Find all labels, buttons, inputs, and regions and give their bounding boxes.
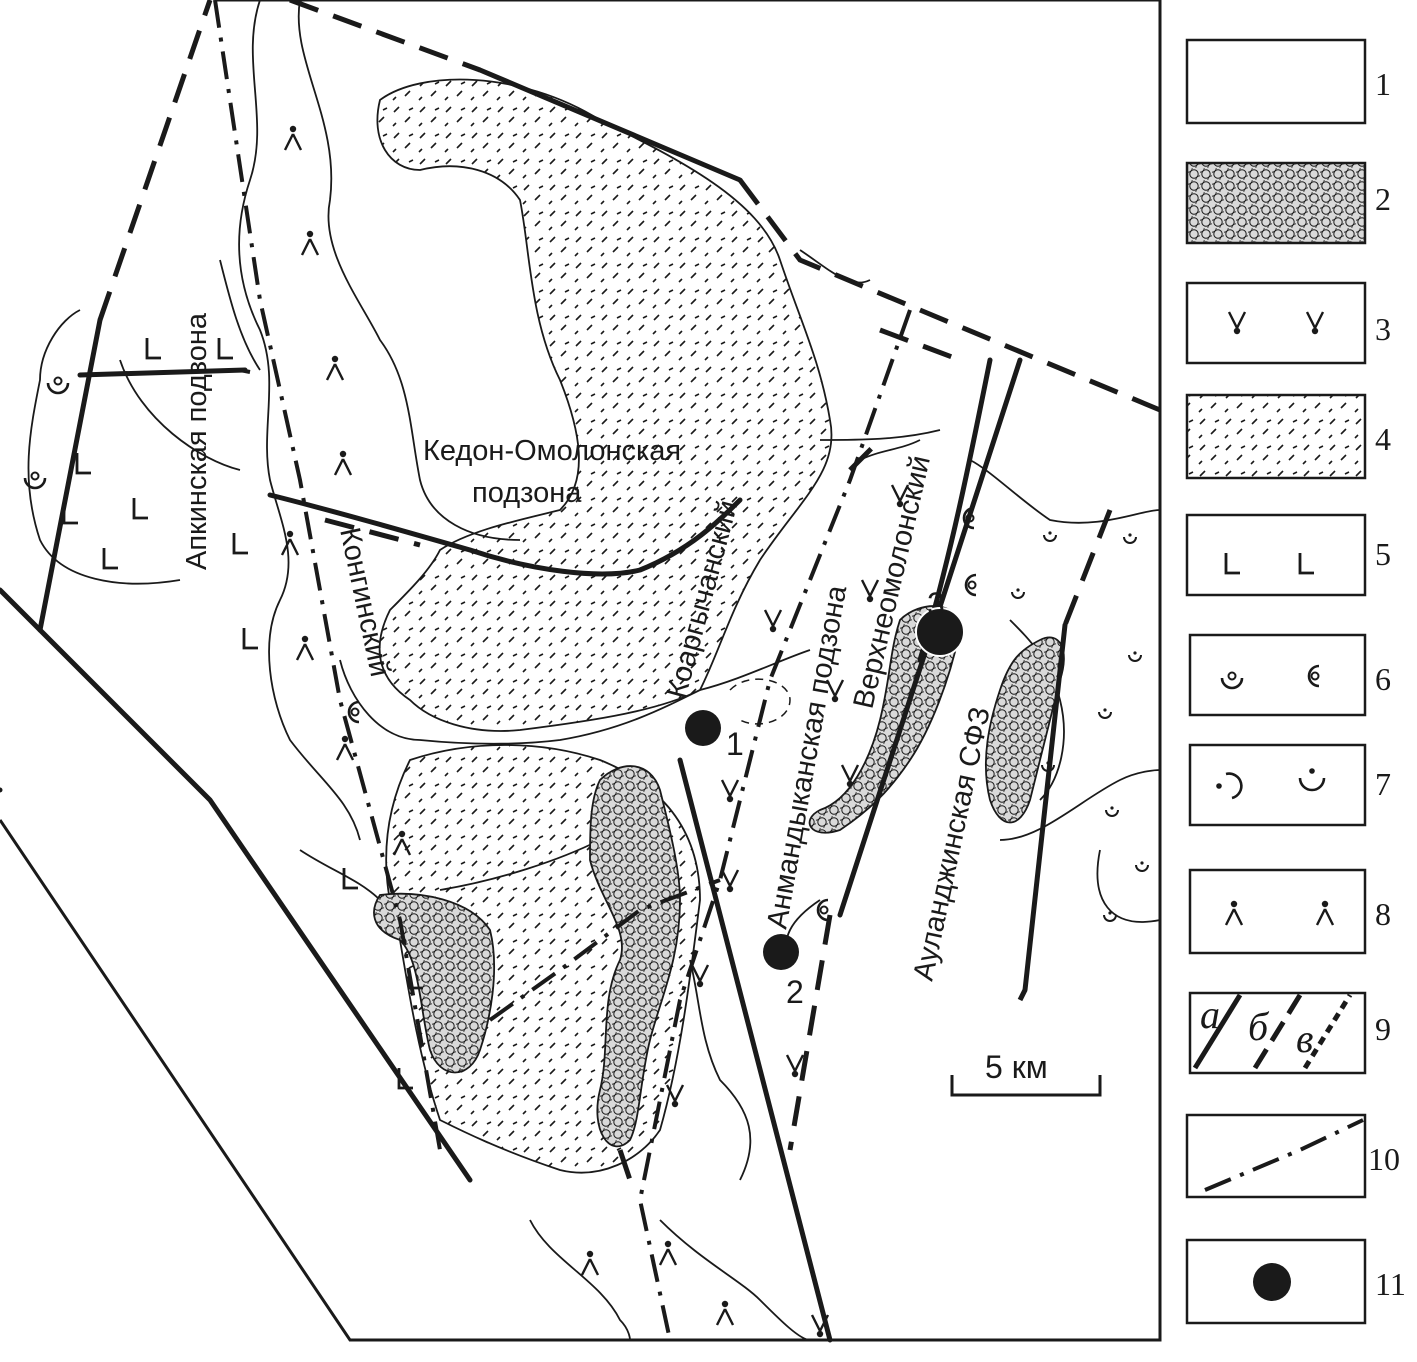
svg-text:4: 4 [1375,421,1391,457]
label-anmandykanskaya: Анмандыканская подзона [761,582,853,931]
svg-text:1: 1 [1375,66,1391,102]
svg-text:7: 7 [1375,766,1391,802]
svg-text:5: 5 [1375,536,1391,572]
legend-item-9: а б в 9 [1188,991,1391,1075]
svg-text:3: 3 [1375,311,1391,347]
scale-bar: 5 км [950,1049,1102,1097]
deposit-point-2[interactable] [763,934,799,970]
svg-text:9: 9 [1375,1011,1391,1047]
legend-item-6: 6 [1188,633,1391,717]
svg-text:11: 11 [1375,1266,1406,1302]
point-label-3: 3 [927,586,945,622]
label-aulandzhinskaya: Ауланджинская СФЗ [908,704,997,983]
label-apkinskaya: Апкинская подзона [181,312,213,570]
legend-item-8: 8 [1188,868,1391,955]
l-symbols [62,336,425,1090]
label-kongiinsky: Конгинский [333,525,396,680]
geological-boundaries [27,0,1161,1341]
legend-9-sub-a: а [1200,992,1220,1037]
deposit-points: 1 2 3 [685,586,965,1010]
map-area: 1 2 3 Кедон-Омолонская подзона Апкинская… [0,0,1162,1343]
legend-9-sub-b: б [1248,1004,1270,1049]
svg-text:6: 6 [1375,661,1391,697]
volcanic-field-main [376,78,833,732]
legend-item-10: 10 [1185,1113,1400,1199]
label-kedon-line1: Кедон-Омолонская [423,435,681,467]
svg-text:10: 10 [1368,1141,1400,1177]
svg-text:2: 2 [1375,181,1391,217]
intrusion-central [589,765,681,1148]
legend-item-3: 3 [1185,281,1391,365]
dashed-outline [729,678,791,725]
legend-item-11: 11 [1185,1238,1406,1325]
deposit-point-3[interactable] [915,607,965,657]
legend-item-5: 5 [1185,513,1391,597]
legend: 1 2 3 4 5 6 [1185,38,1406,1325]
legend-9-sub-c: в [1296,1016,1313,1061]
legend-item-7: 7 [1188,743,1391,827]
map-frame [0,0,1162,1342]
legend-item-4: 4 [1185,393,1391,480]
intrusion-west [373,892,495,1074]
deposit-point-1[interactable] [685,710,721,746]
faults-dashed [97,0,1161,1181]
legend-item-1: 1 [1185,38,1391,125]
dash-dot-lines [213,0,912,1341]
point-label-2: 2 [786,974,804,1010]
legend-item-2: 2 [1185,161,1391,245]
label-kedon-line2: подзона [472,477,582,509]
scale-label: 5 км [985,1049,1048,1085]
svg-text:8: 8 [1375,896,1391,932]
point-label-1: 1 [726,726,744,762]
